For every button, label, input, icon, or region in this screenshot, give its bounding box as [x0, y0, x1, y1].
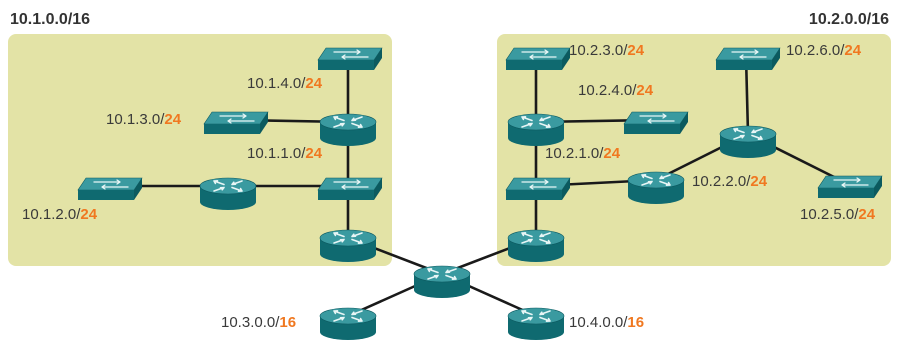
router-r2d-router-icon: [719, 125, 777, 158]
network-address: 10.2.3.0/: [569, 42, 628, 59]
net-10-3-0-0-label: 10.3.0.0/16: [221, 314, 296, 331]
switch-s23-switch-icon: [505, 47, 571, 70]
prefix-length: 24: [750, 173, 767, 190]
network-address: 10.1.4.0/: [247, 75, 306, 92]
switch-s12-switch-icon: [77, 177, 143, 200]
net-10-4-0-0-label: 10.4.0.0/16: [569, 314, 644, 331]
network-address: 10.1.2.0/: [22, 206, 81, 223]
prefix-length: 24: [858, 206, 875, 223]
net-10-2-4-0-label: 10.2.4.0/24: [578, 82, 654, 99]
network-devices: [77, 47, 883, 340]
prefix-length: 24: [627, 42, 644, 59]
router-r1c-router-icon: [199, 177, 257, 210]
network-address: 10.2.2.0/: [692, 173, 751, 190]
area-left-region: [8, 34, 392, 266]
net-10-2-6-0-label: 10.2.6.0/24: [786, 42, 862, 59]
switch-s26-switch-icon: [715, 47, 781, 70]
network-address: 10.2.1.0/: [545, 145, 604, 162]
switch-s21-switch-icon: [505, 177, 571, 200]
network-address: 10.2.6.0/: [786, 42, 845, 59]
net-10-2-3-0-label: 10.2.3.0/24: [569, 42, 645, 59]
router-r2b-router-icon: [507, 113, 565, 146]
switch-s13-switch-icon: [203, 111, 269, 134]
prefix-length: 24: [636, 82, 653, 99]
router-r1b-router-icon: [319, 113, 377, 146]
router-r2a-router-icon: [507, 229, 565, 262]
prefix-length: 24: [305, 145, 322, 162]
prefix-length: 24: [844, 42, 861, 59]
area-left-title: 10.1.0.0/16: [10, 11, 90, 28]
router-core-router-icon: [413, 265, 471, 298]
network-address: 10.1.3.0/: [106, 111, 165, 128]
network-address: 10.1.1.0/: [247, 145, 306, 162]
net-10-2-5-0-label: 10.2.5.0/24: [800, 206, 876, 223]
switch-s11-switch-icon: [317, 177, 383, 200]
network-labels: 10.1.4.0/2410.1.3.0/2410.1.1.0/2410.1.2.…: [22, 42, 876, 331]
prefix-length: 24: [603, 145, 620, 162]
switch-s14-switch-icon: [317, 47, 383, 70]
area-right-region: [497, 34, 891, 266]
router-r1a-router-icon: [319, 229, 377, 262]
net-10-1-2-0-label: 10.1.2.0/24: [22, 206, 98, 223]
prefix-length: 16: [279, 314, 296, 331]
switch-s25-switch-icon: [817, 175, 883, 198]
router-r4-router-icon: [507, 307, 565, 340]
net-10-1-1-0-label: 10.1.1.0/24: [247, 145, 323, 162]
prefix-length: 24: [305, 75, 322, 92]
router-r3-router-icon: [319, 307, 377, 340]
router-r2c-router-icon: [627, 171, 685, 204]
prefix-length: 16: [627, 314, 644, 331]
area-right-title: 10.2.0.0/16: [809, 11, 889, 28]
network-address: 10.2.4.0/: [578, 82, 637, 99]
area-regions: 10.1.0.0/16 10.2.0.0/16: [8, 11, 891, 266]
prefix-length: 24: [164, 111, 181, 128]
net-10-1-3-0-label: 10.1.3.0/24: [106, 111, 182, 128]
prefix-length: 24: [80, 206, 97, 223]
network-address: 10.3.0.0/: [221, 314, 280, 331]
net-10-2-2-0-label: 10.2.2.0/24: [692, 173, 768, 190]
net-10-2-1-0-label: 10.2.1.0/24: [545, 145, 621, 162]
net-10-1-4-0-label: 10.1.4.0/24: [247, 75, 323, 92]
network-address: 10.2.5.0/: [800, 206, 859, 223]
switch-s24-switch-icon: [623, 111, 689, 134]
network-address: 10.4.0.0/: [569, 314, 628, 331]
